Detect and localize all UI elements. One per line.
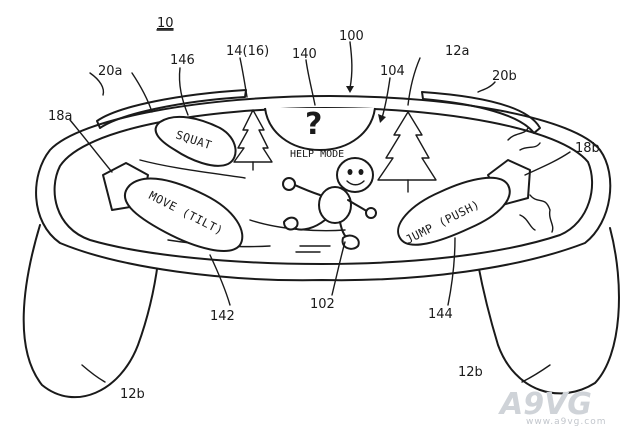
ref-help-area: 140: [292, 47, 317, 62]
ref-right-grip: 12b: [458, 365, 483, 380]
ref-speaker: 14(16): [226, 44, 269, 59]
help-mode-area[interactable]: [264, 107, 376, 151]
ref-character: 102: [310, 297, 335, 312]
tree-right: [377, 111, 437, 193]
ref-device: 100: [339, 29, 364, 44]
watermark-logo: A9VG: [498, 387, 592, 422]
ref-jump-button: 144: [428, 307, 453, 322]
help-question-mark: ?: [305, 107, 322, 142]
help-mode-label: HELP MODE: [290, 149, 344, 160]
watermark-url: www.a9vg.com: [526, 417, 606, 427]
ref-move-button: 142: [210, 309, 235, 324]
ref-display: 12a: [445, 44, 470, 59]
ref-tree-arrow: 104: [380, 64, 405, 79]
ref-left-grip: 12b: [120, 387, 145, 402]
ref-left-input: 18a: [48, 109, 73, 124]
foliage-right: [507, 127, 554, 233]
figure-label: 10: [157, 16, 174, 31]
game-character: [282, 157, 377, 253]
squat-button[interactable]: SQUAT: [154, 115, 237, 167]
right-grip: [477, 227, 620, 395]
site-watermark: A9VG www.a9vg.com: [498, 387, 606, 427]
ref-right-input: 18b: [575, 141, 600, 156]
ref-left-shoulder: 20a: [98, 64, 123, 79]
leader-lines: [69, 41, 571, 383]
tree-left: [233, 109, 273, 171]
left-grip: [22, 224, 159, 399]
ref-squat-button: 146: [170, 53, 195, 68]
ref-right-shoulder: 20b: [492, 69, 517, 84]
right-shoulder-button[interactable]: [421, 91, 541, 134]
